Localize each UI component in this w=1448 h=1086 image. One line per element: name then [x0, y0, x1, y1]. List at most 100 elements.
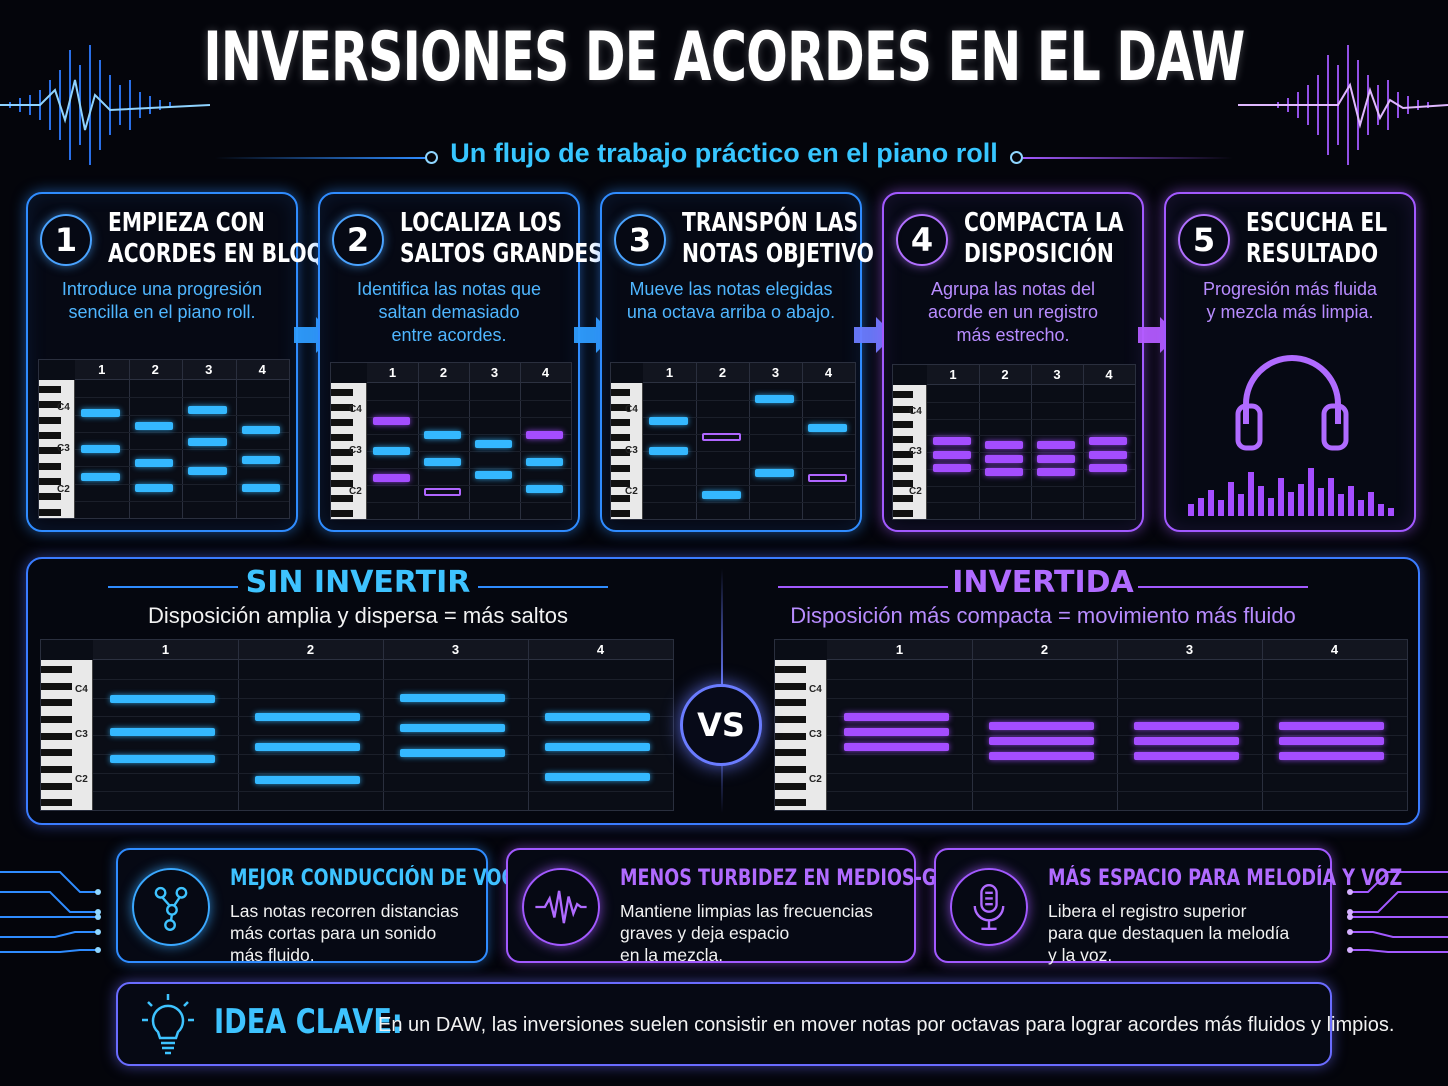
black-key	[41, 699, 73, 707]
black-key	[39, 493, 61, 501]
benefit-title: MEJOR CONDUCCIÓN DE VOCES	[230, 866, 540, 891]
midi-note	[255, 776, 360, 784]
key-label: C4	[909, 405, 922, 417]
bar-number: 4	[541, 365, 550, 380]
midi-note	[134, 458, 174, 467]
black-key	[775, 666, 807, 673]
key-idea-title: IDEA CLAVE:	[214, 1002, 403, 1042]
page-title: INVERSIONES DE ACORDES EN EL DAW	[203, 18, 1245, 97]
benefit-card-low-mid-clarity: MENOS TURBIDEZ EN MEDIOS-GRAVES Mantiene…	[506, 848, 1001, 965]
black-key	[893, 435, 914, 443]
midi-note	[241, 483, 281, 492]
black-key	[893, 495, 914, 503]
bar-divider	[979, 365, 980, 519]
midi-note	[255, 743, 360, 751]
midi-note	[985, 468, 1023, 477]
bar-number: 1	[895, 642, 904, 657]
step-title: ESCUCHA EL RESULTADO	[1246, 208, 1388, 269]
bar-divider	[1083, 365, 1084, 519]
grid-line	[367, 417, 571, 418]
black-key	[41, 666, 73, 673]
black-key	[41, 799, 73, 807]
grid-line	[927, 418, 1135, 420]
midi-note	[424, 487, 461, 496]
midi-note	[933, 464, 971, 473]
midi-note	[188, 406, 227, 415]
black-key	[893, 420, 914, 428]
step-title: EMPIEZA CON ACORDES EN BLOQUE	[108, 208, 355, 269]
midi-note	[989, 752, 1094, 760]
midi-note	[989, 737, 1094, 745]
black-key	[39, 386, 61, 393]
black-key	[39, 508, 61, 516]
grid-line	[643, 451, 855, 452]
step-description: Introduce una progresión sencilla en el …	[61, 279, 263, 322]
bar-number: 2	[151, 362, 159, 377]
subtitle-line-left	[215, 157, 425, 159]
bar-divider	[418, 363, 419, 519]
key-label: C3	[809, 729, 822, 740]
midi-note	[424, 430, 461, 439]
black-key	[611, 479, 631, 487]
black-key	[331, 494, 353, 502]
bar-number: 1	[98, 362, 106, 377]
key-label: C4	[349, 404, 362, 416]
bar-number: 2	[306, 642, 315, 657]
black-key	[611, 509, 631, 517]
midi-note	[110, 728, 215, 736]
bar-divider	[972, 640, 973, 810]
bar-divider	[383, 640, 384, 810]
step-number: 4	[896, 214, 948, 266]
black-key	[331, 479, 353, 487]
bar-divider	[749, 363, 750, 519]
black-key	[893, 480, 914, 488]
grid-line	[827, 735, 1407, 736]
midi-note	[81, 445, 120, 453]
bar-number: 4	[1330, 642, 1339, 657]
midi-note	[844, 743, 949, 751]
equalizer-bars-icon	[1188, 468, 1394, 516]
bar-number: 2	[718, 365, 727, 380]
black-key	[775, 716, 807, 723]
key-label: C2	[75, 774, 88, 785]
black-key	[41, 716, 73, 723]
key-label: C4	[809, 684, 822, 695]
grid-line	[367, 451, 571, 452]
midi-note	[1279, 737, 1384, 745]
black-key	[775, 766, 807, 773]
purple-soundwave-decoration	[1238, 45, 1448, 165]
key-label: C3	[625, 445, 638, 456]
grid-line	[827, 678, 1407, 680]
bar-divider	[1262, 640, 1263, 810]
waveform-icon	[522, 868, 600, 946]
black-key	[331, 464, 353, 472]
grid-line	[643, 468, 855, 469]
midi-note	[649, 447, 688, 455]
grid-line	[93, 678, 673, 680]
midi-note	[545, 713, 650, 721]
right-comparison-subtitle: Disposición más compacta = movimiento má…	[790, 603, 1296, 628]
grid-line	[75, 449, 289, 450]
benefit-description: Las notas recorren distancias más cortas…	[230, 901, 459, 965]
right-title-lines	[778, 586, 1308, 588]
key-idea-banner: IDEA CLAVE: En un DAW, las inversiones s…	[116, 982, 1394, 1066]
black-key	[775, 682, 807, 690]
bar-number: 1	[949, 367, 957, 382]
midi-note	[989, 722, 1094, 730]
key-label: C2	[57, 484, 70, 496]
grid-line	[643, 400, 855, 401]
midi-note	[188, 467, 227, 476]
left-comparison-subtitle: Disposición amplia y dispersa = más salt…	[147, 603, 568, 628]
midi-note	[755, 395, 794, 404]
bar-number: 4	[1105, 367, 1113, 382]
black-key	[331, 419, 353, 427]
black-key	[331, 434, 353, 442]
lightbulb-icon	[142, 994, 194, 1055]
grid-line	[367, 468, 571, 469]
midi-note	[526, 485, 563, 494]
